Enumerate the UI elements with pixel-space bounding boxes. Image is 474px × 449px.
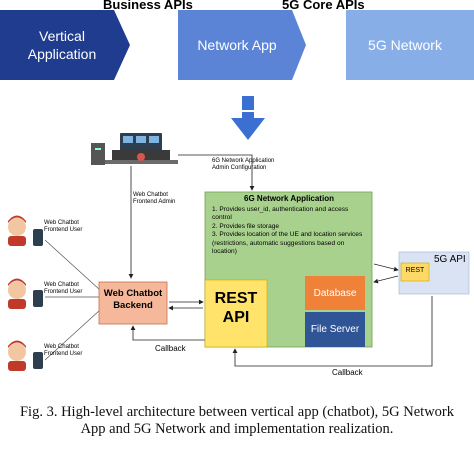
admin-config-label: 6G Network Application Admin Configurati… <box>212 158 275 171</box>
file-server-label: File Server <box>310 324 360 335</box>
rest-api-label: REST API <box>214 290 258 326</box>
network-app-item-2: 2. Provides file storage <box>212 222 280 230</box>
admin-workstation-icon <box>91 133 178 165</box>
fiveg-network-label: 5G Network <box>368 37 442 53</box>
database-box <box>305 276 365 310</box>
rest-label: REST <box>405 267 425 274</box>
frontend-user-label-3: Web Chatbot Frontend User <box>44 344 83 357</box>
network-app-item-1: 1. Provides user_id, authentication and … <box>212 206 349 222</box>
core-apis-label: 5G Core APIs <box>282 0 365 12</box>
vertical-application-block <box>0 10 130 80</box>
top-blocks-graphic <box>0 10 474 80</box>
figure-caption: Fig. 3. High-level architecture between … <box>19 404 455 437</box>
backend-box <box>98 281 168 325</box>
database-label: Database <box>313 287 357 299</box>
network-app-title: 6G Network Application <box>244 194 334 203</box>
frontend-admin-label: Web Chatbot Frontend Admin <box>133 192 176 205</box>
backend-label: Web Chatbot Backend <box>103 288 163 311</box>
fiveg-network-block <box>346 10 474 80</box>
business-apis-label: Business APIs <box>103 0 193 12</box>
callback-label-left: Callback <box>155 344 186 353</box>
rest-box <box>400 262 430 282</box>
vertical-application-label: Vertical Application <box>27 28 97 62</box>
frontend-user-label-2: Web Chatbot Frontend User <box>44 282 83 295</box>
network-app-block <box>178 10 306 80</box>
file-server-box <box>305 312 365 347</box>
frontend-user-label-1: Web Chatbot Frontend User <box>44 220 83 233</box>
fiveg-api-label: 5G API <box>434 254 466 265</box>
network-app-label: Network App <box>197 37 277 53</box>
rest-api-box <box>204 279 268 348</box>
network-app-item-3: 3. Provides location of the UE and locat… <box>212 231 363 256</box>
user-avatar-icon-3 <box>8 340 43 371</box>
down-arrow-icon <box>231 96 265 140</box>
network-app-items: 1. Provides user_id, authentication and … <box>212 206 369 256</box>
callback-label-right: Callback <box>332 368 363 377</box>
user-avatar-icon-2 <box>8 278 43 309</box>
user-avatar-icon-1 <box>8 215 43 246</box>
